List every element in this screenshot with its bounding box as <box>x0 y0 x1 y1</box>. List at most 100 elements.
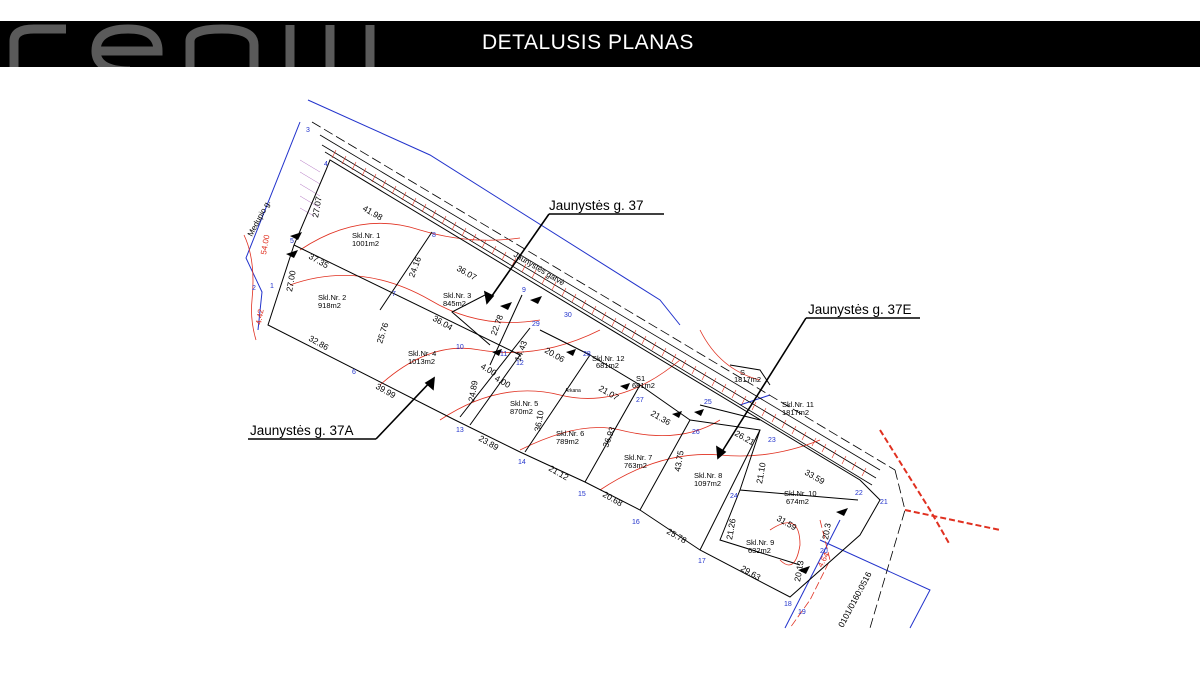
dimension-label: 20.06 <box>543 345 567 364</box>
plot-area: 1097m2 <box>694 479 721 488</box>
point-number: 13 <box>456 427 464 434</box>
dimension-label: 21.10 <box>754 461 768 484</box>
point-number: 20 <box>820 548 828 555</box>
point-number: 6 <box>352 369 356 376</box>
dimension-label: 29.63 <box>739 563 763 582</box>
plot-area: 870m2 <box>510 407 533 416</box>
point-number: 23 <box>768 437 776 444</box>
plot-area: 845m2 <box>443 299 466 308</box>
dimension-label: 23.89 <box>477 433 501 452</box>
point-number: 3 <box>306 127 310 134</box>
dimension-label: 21.12 <box>547 463 571 482</box>
callout-arrows <box>248 213 920 460</box>
plot-label: Skl.Nr. 7 <box>624 453 652 462</box>
plot-area: 789m2 <box>556 437 579 446</box>
dimension-label: 43.75 <box>672 449 686 472</box>
point-number: 5 <box>290 238 294 245</box>
point-number: 7 <box>392 291 396 298</box>
point-number: 16 <box>632 519 640 526</box>
callout-jaunystes-37e: Jaunystės g. 37E <box>808 302 912 317</box>
plot-area: 1817m2 <box>734 375 761 384</box>
plot-label: Skl.Nr. 11 <box>782 400 814 409</box>
plot-area: 763m2 <box>624 461 647 470</box>
dimension-labels: 27.07 41.98 37.35 24.16 36.07 27.00 32.8… <box>284 195 833 582</box>
plot-area: 918m2 <box>318 301 341 310</box>
plot-boundaries <box>267 159 881 598</box>
plot-area: 1013m2 <box>408 357 435 366</box>
dimension-label: 21.36 <box>649 408 673 427</box>
plot-label: S <box>740 368 745 377</box>
point-number: 19 <box>798 609 806 616</box>
plot-area: 632m2 <box>748 546 771 555</box>
plot-label: S1 <box>636 374 645 383</box>
dimension-label: 4.00 <box>493 373 513 390</box>
plot-label: Skl.Nr. 8 <box>694 471 722 480</box>
point-number: 4 <box>324 161 328 168</box>
dimension-label: 36.10 <box>532 409 546 432</box>
point-number: 28 <box>583 351 591 358</box>
red-dimension: 4.42 <box>254 308 266 325</box>
plot-label: Skl.Nr. 5 <box>510 399 538 408</box>
dimension-label: 22.78 <box>488 313 505 337</box>
point-number: 9 <box>522 287 526 294</box>
red-dimension: 54.00 <box>259 234 271 256</box>
point-number: 14 <box>518 459 526 466</box>
dimension-label: 20.68 <box>601 489 625 508</box>
header-bar: DETALUSIS PLANAS <box>0 21 1200 67</box>
plot-area: 681m2 <box>632 381 655 390</box>
contour-lines <box>243 222 831 629</box>
cadastral-number: 0101/0160:0516 <box>836 570 874 629</box>
point-number: 8 <box>432 232 436 239</box>
plot-label: Skl.Nr. 10 <box>784 489 817 498</box>
survey-point-numbers: 3 4 5 2 1 6 7 8 9 10 11 12 13 14 15 16 1… <box>252 127 888 616</box>
point-number: 21 <box>880 499 888 506</box>
corner-hatch <box>299 159 321 217</box>
dimension-label: 20.3 <box>820 522 833 540</box>
plot-area: 1817m2 <box>782 408 809 417</box>
point-number: 18 <box>784 601 792 608</box>
point-number: 11 <box>500 351 507 358</box>
dimension-label: 41.98 <box>361 203 385 222</box>
point-number: 29 <box>532 321 540 328</box>
page-title: DETALUSIS PLANAS <box>482 31 694 54</box>
plot-label: Skl.Nr. 12 <box>592 354 625 363</box>
dimension-label: 39.99 <box>374 381 398 400</box>
dimension-label: 37.35 <box>307 251 331 270</box>
plot-label: Skl.Nr. 6 <box>556 429 584 438</box>
street-name-side: Medupio g. <box>246 199 273 238</box>
callout-jaunystes-37: Jaunystės g. 37 <box>549 198 644 213</box>
plot-area: 1001m2 <box>352 239 379 248</box>
point-number: 1 <box>270 283 274 290</box>
brand-logo-icon <box>9 24 375 67</box>
point-number: 10 <box>456 344 464 351</box>
point-number: 12 <box>516 360 524 367</box>
dimension-label: 27.00 <box>284 269 298 292</box>
dimension-label: 32.86 <box>307 333 331 352</box>
reference-lines <box>245 99 931 629</box>
plot-area: 674m2 <box>786 497 809 506</box>
dimension-label: 33.59 <box>803 467 827 486</box>
plot-label: Skl.Nr. 9 <box>746 538 774 547</box>
access-markers <box>286 232 848 574</box>
plot-label: Skl.Nr. 3 <box>443 291 471 300</box>
plot-area: 681m2 <box>596 361 619 370</box>
point-number: 26 <box>692 429 700 436</box>
dimension-label: 36.93 <box>600 425 617 449</box>
dimension-label: 24.16 <box>406 255 423 279</box>
point-number: 17 <box>698 558 706 565</box>
point-number: 25 <box>704 399 712 406</box>
dimension-label: 21.26 <box>724 517 738 540</box>
dimension-label: 21.07 <box>597 383 621 402</box>
plot-label: Skl.Nr. 4 <box>408 349 436 358</box>
point-number: 22 <box>855 490 863 497</box>
plot-label: Skl.Nr. 2 <box>318 293 346 302</box>
dimension-label: 25.76 <box>374 321 390 345</box>
plot-label: Skl.Nr. 1 <box>352 231 380 240</box>
arkana-label: Arkana <box>565 388 581 394</box>
neighbour-boundary <box>879 429 1001 546</box>
dimension-label: 25.78 <box>665 526 689 545</box>
dimension-label: 36.07 <box>455 263 479 282</box>
road-edge-lines <box>311 121 906 629</box>
callout-jaunystes-37a: Jaunystės g. 37A <box>250 423 354 438</box>
